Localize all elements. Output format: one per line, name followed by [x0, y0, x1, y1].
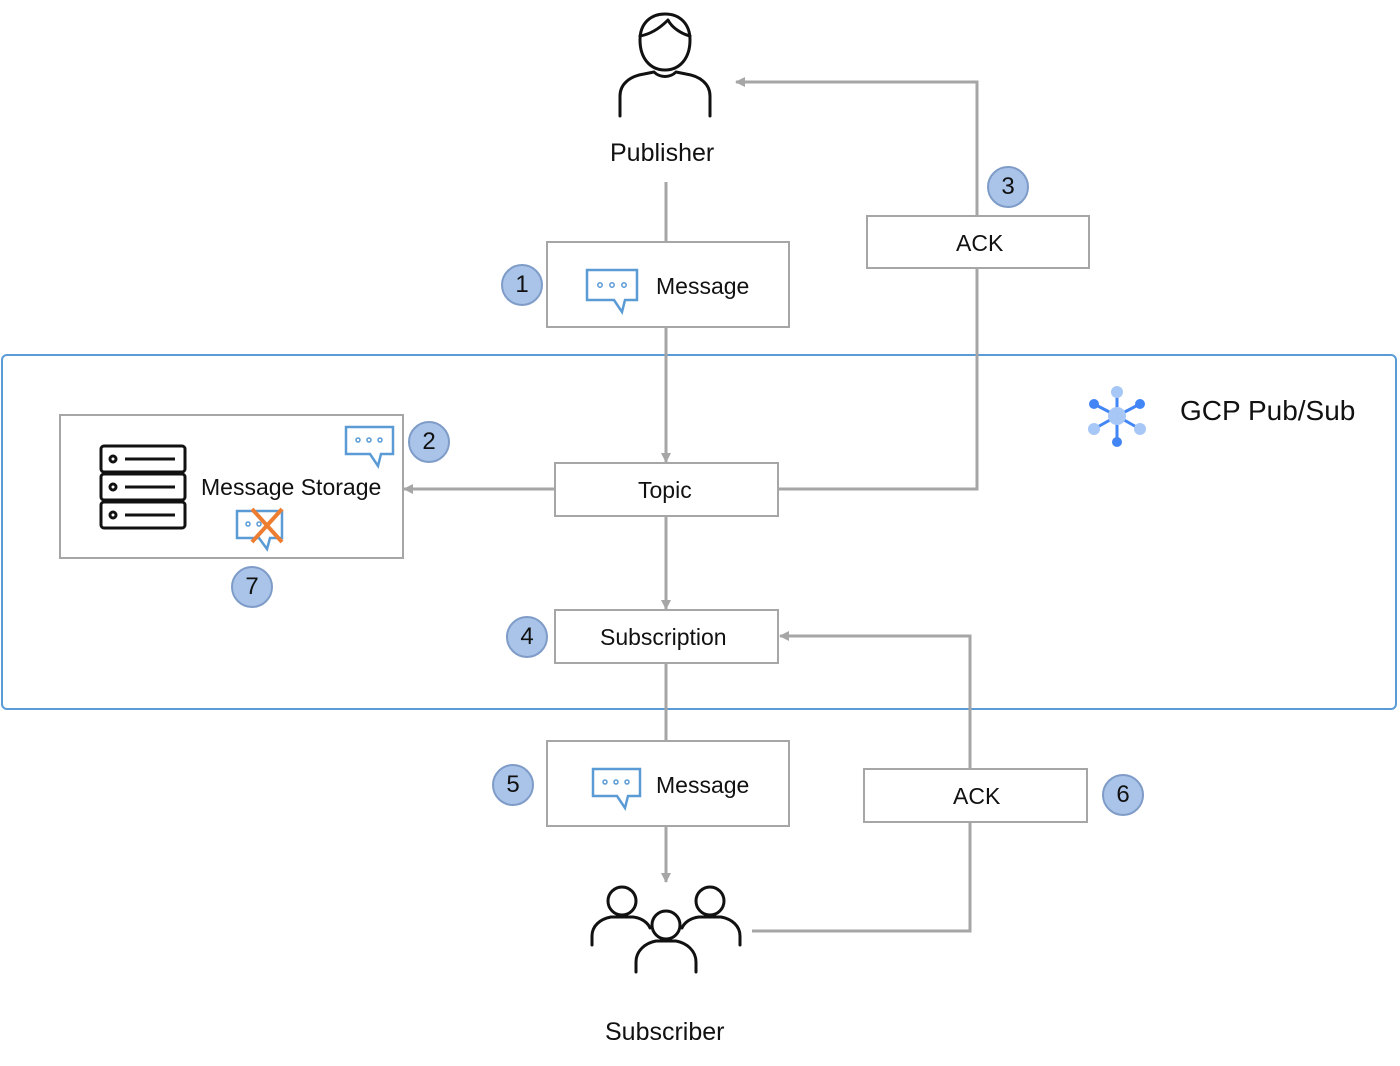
step-badge-7: 7	[231, 566, 273, 608]
message-in-label: Message	[656, 273, 750, 299]
ack-subscriber-label: ACK	[953, 783, 1001, 809]
delete-x-icon	[235, 507, 284, 552]
subscription-box: Subscription	[554, 609, 779, 664]
edge-topic-ack	[778, 268, 979, 491]
chat-bubble-icon	[344, 425, 395, 470]
person-icon	[618, 12, 712, 118]
message-out-label: Message	[656, 772, 750, 798]
message-storage-label: Message Storage	[201, 474, 382, 500]
step-badge-4: 4	[506, 616, 548, 658]
step-badge-6: 6	[1102, 774, 1144, 816]
publisher-label: Publisher	[610, 139, 715, 167]
message-in-box: Message	[546, 241, 790, 328]
subscriber-label: Subscriber	[605, 1018, 725, 1046]
pubsub-hub-icon	[1088, 386, 1146, 447]
server-stack-icon	[99, 444, 187, 530]
platform-label: GCP Pub/Sub	[1180, 395, 1356, 426]
step-badge-3: 3	[987, 166, 1029, 208]
people-icon	[590, 885, 742, 974]
step-badge-2: 2	[408, 421, 450, 463]
ack-publisher-label: ACK	[956, 230, 1004, 256]
gcp-pubsub-region	[1, 354, 1397, 710]
topic-box: Topic	[554, 462, 779, 517]
message-storage-box: Message Storage	[59, 414, 404, 559]
edge-ack-subscription	[779, 631, 972, 769]
chat-bubble-icon	[591, 767, 642, 812]
ack-publisher-box: ACK	[866, 215, 1090, 269]
step-badge-1: 1	[501, 264, 543, 306]
chat-bubble-icon	[585, 268, 639, 316]
edge-subscriber-ack	[752, 822, 972, 933]
topic-label: Topic	[638, 477, 692, 503]
ack-subscriber-box: ACK	[863, 768, 1088, 823]
subscription-label: Subscription	[600, 624, 727, 650]
edge-ack-publisher	[735, 77, 979, 216]
step-badge-5: 5	[492, 764, 534, 806]
message-out-box: Message	[546, 740, 790, 827]
